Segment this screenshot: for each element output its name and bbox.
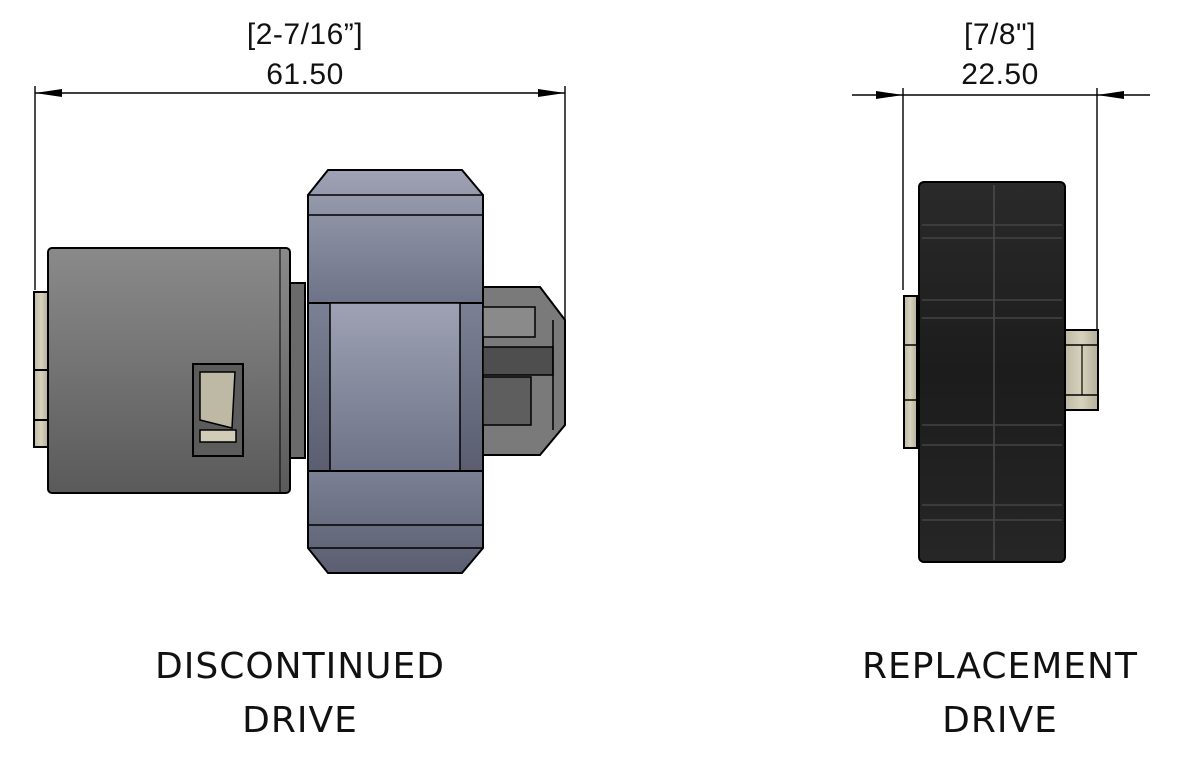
right-dimension-imperial: [7/8"] <box>963 18 1037 51</box>
right-dimension-metric: 22.50 <box>961 58 1039 91</box>
replacement-drive-caption: REPLACEMENT DRIVE <box>800 640 1200 748</box>
left-arrowhead-start <box>35 89 62 97</box>
right-arrowhead-end <box>1097 91 1124 99</box>
left-dimension-metric: 61.50 <box>266 58 344 91</box>
left-dimension-line <box>34 86 566 320</box>
replacement-caption-line1: REPLACEMENT <box>862 646 1138 687</box>
discontinued-caption-line2: DRIVE <box>242 700 358 741</box>
discontinued-caption-line1: DISCONTINUED <box>155 646 445 687</box>
right-arrowhead-start <box>876 91 903 99</box>
replacement-caption-line2: DRIVE <box>942 700 1058 741</box>
discontinued-drive-caption: DISCONTINUED DRIVE <box>100 640 500 748</box>
left-dimension-imperial: [2-7/16”] <box>246 18 364 51</box>
left-arrowhead-end <box>538 89 565 97</box>
replacement-drive-drawing <box>903 181 1099 563</box>
discontinued-drive-drawing <box>33 169 566 574</box>
